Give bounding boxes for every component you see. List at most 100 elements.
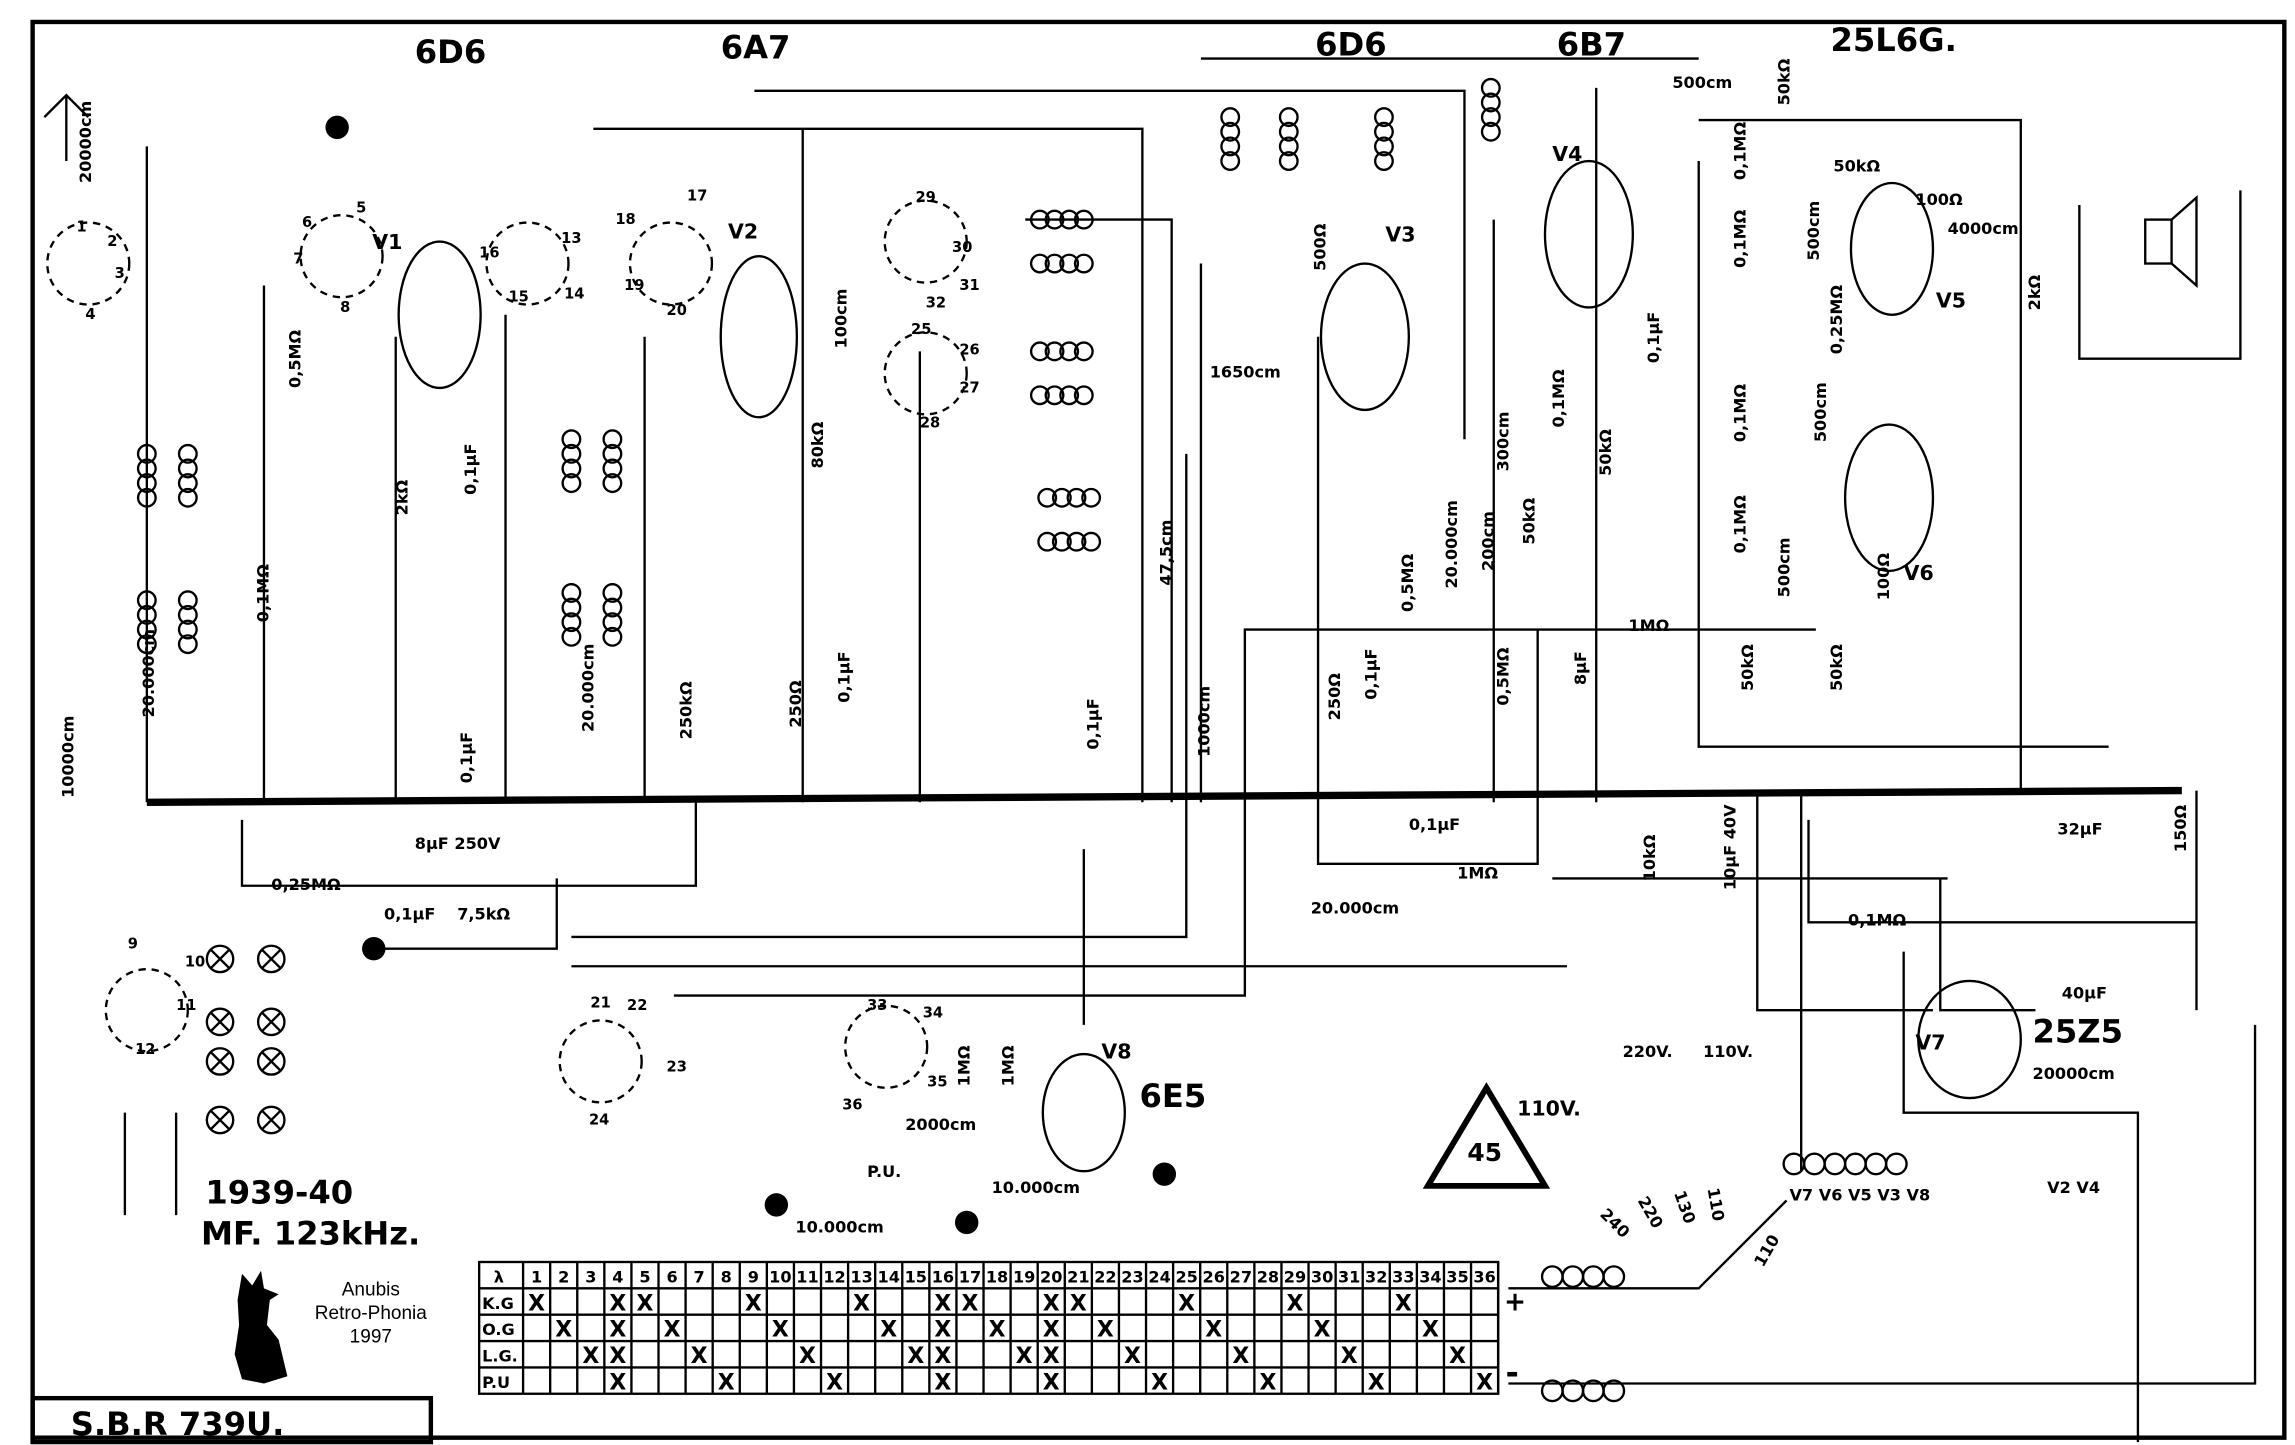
pilot-lamp-icon [256, 1047, 286, 1076]
component-value-label: 50kΩ [1596, 429, 1615, 476]
wave-switch-wafer [299, 214, 384, 299]
component-value-label: 0,1µF [835, 651, 854, 702]
switch-contact-number: 23 [667, 1059, 687, 1076]
table-row-label: P.U [482, 1373, 510, 1392]
switch-contact-number: 29 [915, 189, 935, 206]
tube-ref-v1: V1 [372, 230, 402, 254]
table-mark: X [907, 1344, 924, 1369]
switch-contact-number: 34 [923, 1005, 943, 1022]
tube-type-v1: 6D6 [415, 33, 487, 71]
switch-contact-number: 6 [302, 214, 312, 231]
table-mark: X [1178, 1291, 1195, 1316]
switch-contact-number: 12 [135, 1041, 155, 1058]
table-row-label: K.G [482, 1294, 514, 1313]
switch-contact-number: 22 [627, 997, 647, 1014]
table-header-lambda: λ [494, 1267, 504, 1286]
component-value-label: 0,1MΩ [253, 564, 272, 623]
coil-icon [1037, 487, 1102, 508]
table-mark: X [853, 1291, 870, 1316]
component-value-label: 200cm [1479, 511, 1498, 571]
table-mark: X [1232, 1344, 1249, 1369]
table-column-header: 29 [1284, 1267, 1306, 1286]
coil-icon [1278, 107, 1299, 171]
component-value-label: 300cm [1493, 412, 1512, 472]
coil-icon [1029, 253, 1094, 274]
tube-type-v3: 6D6 [1315, 26, 1387, 64]
wire [571, 453, 1188, 939]
component-value-label: 1000cm [1195, 686, 1214, 757]
table-column-header: 35 [1446, 1267, 1468, 1286]
coil-icon [1782, 1152, 1908, 1176]
table-column-header: 25 [1175, 1267, 1197, 1286]
table-column-header: 28 [1257, 1267, 1279, 1286]
component-value-label: 100Ω [1874, 553, 1893, 601]
component-value-label: 0,1MΩ [1731, 384, 1750, 443]
table-mark: X [772, 1318, 789, 1343]
switch-contact-number: 26 [959, 341, 979, 358]
table-column-header: 14 [878, 1267, 900, 1286]
component-value-label: 500cm [1804, 201, 1823, 261]
wire [366, 878, 558, 950]
table-column-header: 21 [1067, 1267, 1089, 1286]
wire [1756, 790, 1933, 1012]
table-mark: X [799, 1344, 816, 1369]
table-mark: X [1341, 1344, 1358, 1369]
table-mark: X [609, 1318, 626, 1343]
table-mark: X [1287, 1291, 1304, 1316]
logo-line2: Retro-Phonia [315, 1303, 427, 1324]
switch-contact-number: 24 [589, 1111, 609, 1128]
table-mark: X [637, 1291, 654, 1316]
switch-contact-number: 36 [842, 1097, 862, 1114]
wave-switch-wafer [844, 1004, 929, 1089]
component-value-label: 0,25MΩ [271, 875, 341, 894]
component-value-label: 2kΩ [2025, 274, 2044, 310]
component-value-label: 1MΩ [999, 1045, 1018, 1086]
table-column-header: 22 [1094, 1267, 1116, 1286]
component-value-label: 50kΩ [1738, 644, 1757, 691]
table-column-header: 18 [986, 1267, 1008, 1286]
component-value-label: 500cm [1774, 537, 1793, 597]
switch-contact-number: 16 [479, 245, 499, 262]
component-value-label: 0,1µF [1644, 312, 1663, 363]
coil-icon [177, 443, 198, 508]
coil-icon [1540, 1265, 1626, 1289]
table-mark: X [1070, 1291, 1087, 1316]
vacuum-tube-v8 [1041, 1052, 1126, 1173]
tube-ref-v2: V2 [728, 220, 758, 244]
component-value-label: 0,1MΩ [1731, 495, 1750, 554]
drawing-border [30, 19, 2287, 1440]
switch-contact-number: 28 [920, 414, 940, 431]
pilot-lamp-icon [256, 1007, 286, 1037]
switch-contact-number: 32 [926, 294, 946, 311]
component-value-label: 0,1MΩ [1549, 369, 1568, 428]
table-column-header: 7 [694, 1267, 705, 1286]
table-mark: X [609, 1370, 626, 1395]
component-value-label: 2000cm [905, 1115, 976, 1134]
selector-110: 110 [1704, 1186, 1729, 1222]
table-column-header: 15 [905, 1267, 927, 1286]
switch-contact-number: 20 [667, 302, 687, 319]
tube-ref-v6: V6 [1904, 561, 1934, 585]
table-mark: X [1395, 1291, 1412, 1316]
table-column-header: 31 [1338, 1267, 1360, 1286]
if-frequency-label: MF. 123kHz. [201, 1214, 420, 1252]
mains-tap-220: 220V. [1623, 1042, 1673, 1061]
wire [1508, 1024, 2257, 1385]
warning-voltage: 110V. [1517, 1097, 1581, 1121]
tube-type-v2: 6A7 [721, 29, 791, 67]
component-value-label: 500cm [1672, 73, 1732, 92]
table-column-header: 8 [721, 1267, 732, 1286]
switch-contact-number: 33 [867, 997, 887, 1014]
table-mark: X [555, 1318, 572, 1343]
pilot-lamp-icon [256, 944, 286, 974]
tube-ref-v7: V7 [1915, 1031, 1945, 1055]
coil-icon [602, 429, 623, 494]
components [43, 77, 2198, 1403]
terminal-dot [954, 1210, 979, 1235]
jackal-silhouette-icon [234, 1270, 288, 1384]
table-column-header: 10 [769, 1267, 791, 1286]
tube-type-v8: 6E5 [1139, 1077, 1206, 1115]
wire [240, 802, 698, 887]
component-value-label: 4000cm [1948, 219, 2019, 238]
